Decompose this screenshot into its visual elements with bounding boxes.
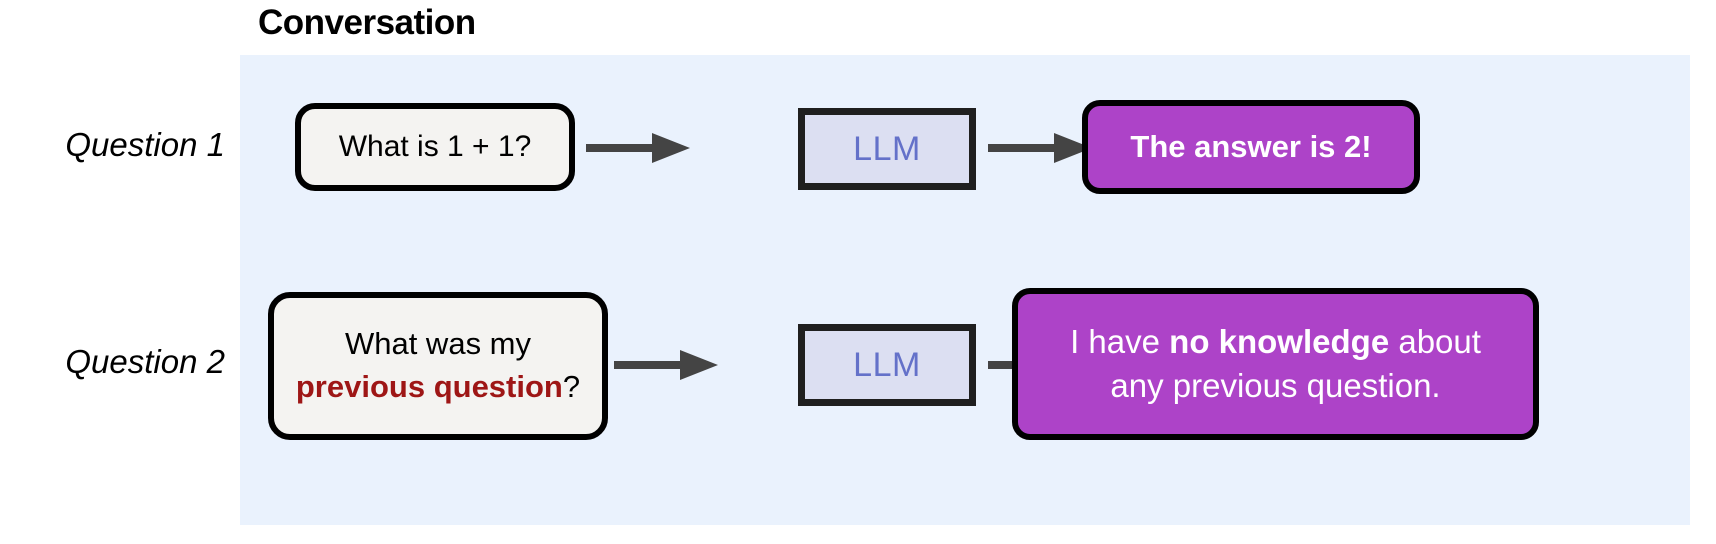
- question-bubble-2[interactable]: What was my previous question?: [268, 292, 608, 440]
- answer-bubble-2-line-2: any previous question.: [1110, 367, 1441, 404]
- answer-bubble-2-line-1: I have no knowledge about: [1070, 320, 1481, 364]
- llm-box-row-1[interactable]: LLM: [798, 108, 976, 190]
- arrow-question-1-to-llm: [586, 133, 690, 163]
- llm-box-row-2[interactable]: LLM: [798, 324, 976, 406]
- question-bubble-1-text: What is 1 + 1?: [338, 130, 532, 163]
- question-bubble-2-suffix: ?: [562, 369, 581, 404]
- question-bubble-2-line-1: What was my: [344, 326, 531, 362]
- answer-bubble-2-prefix: I have: [1070, 323, 1170, 361]
- answer-bubble-2-text: I have no knowledge about any previous q…: [1070, 320, 1481, 408]
- arrow-llm-to-answer-1: [988, 133, 1092, 163]
- arrow-question-2-to-llm: [614, 350, 718, 380]
- llm-box-row-1-label: LLM: [853, 129, 921, 168]
- row-label-question-1: Question 1: [65, 126, 225, 163]
- page-title: Conversation: [258, 3, 476, 42]
- question-bubble-2-text: What was my previous question?: [296, 323, 580, 409]
- answer-bubble-1-text: The answer is 2!: [1130, 129, 1372, 164]
- answer-bubble-2[interactable]: I have no knowledge about any previous q…: [1012, 288, 1539, 440]
- llm-box-row-2-label: LLM: [853, 345, 921, 384]
- answer-bubble-1[interactable]: The answer is 2!: [1082, 100, 1420, 194]
- question-bubble-2-highlight: previous question: [295, 369, 563, 404]
- row-label-question-2: Question 2: [65, 343, 225, 380]
- question-bubble-2-line-2: previous question?: [296, 366, 580, 409]
- answer-bubble-2-highlight: no knowledge: [1169, 323, 1390, 361]
- question-bubble-1[interactable]: What is 1 + 1?: [295, 103, 575, 191]
- answer-bubble-2-suffix: about: [1389, 323, 1481, 361]
